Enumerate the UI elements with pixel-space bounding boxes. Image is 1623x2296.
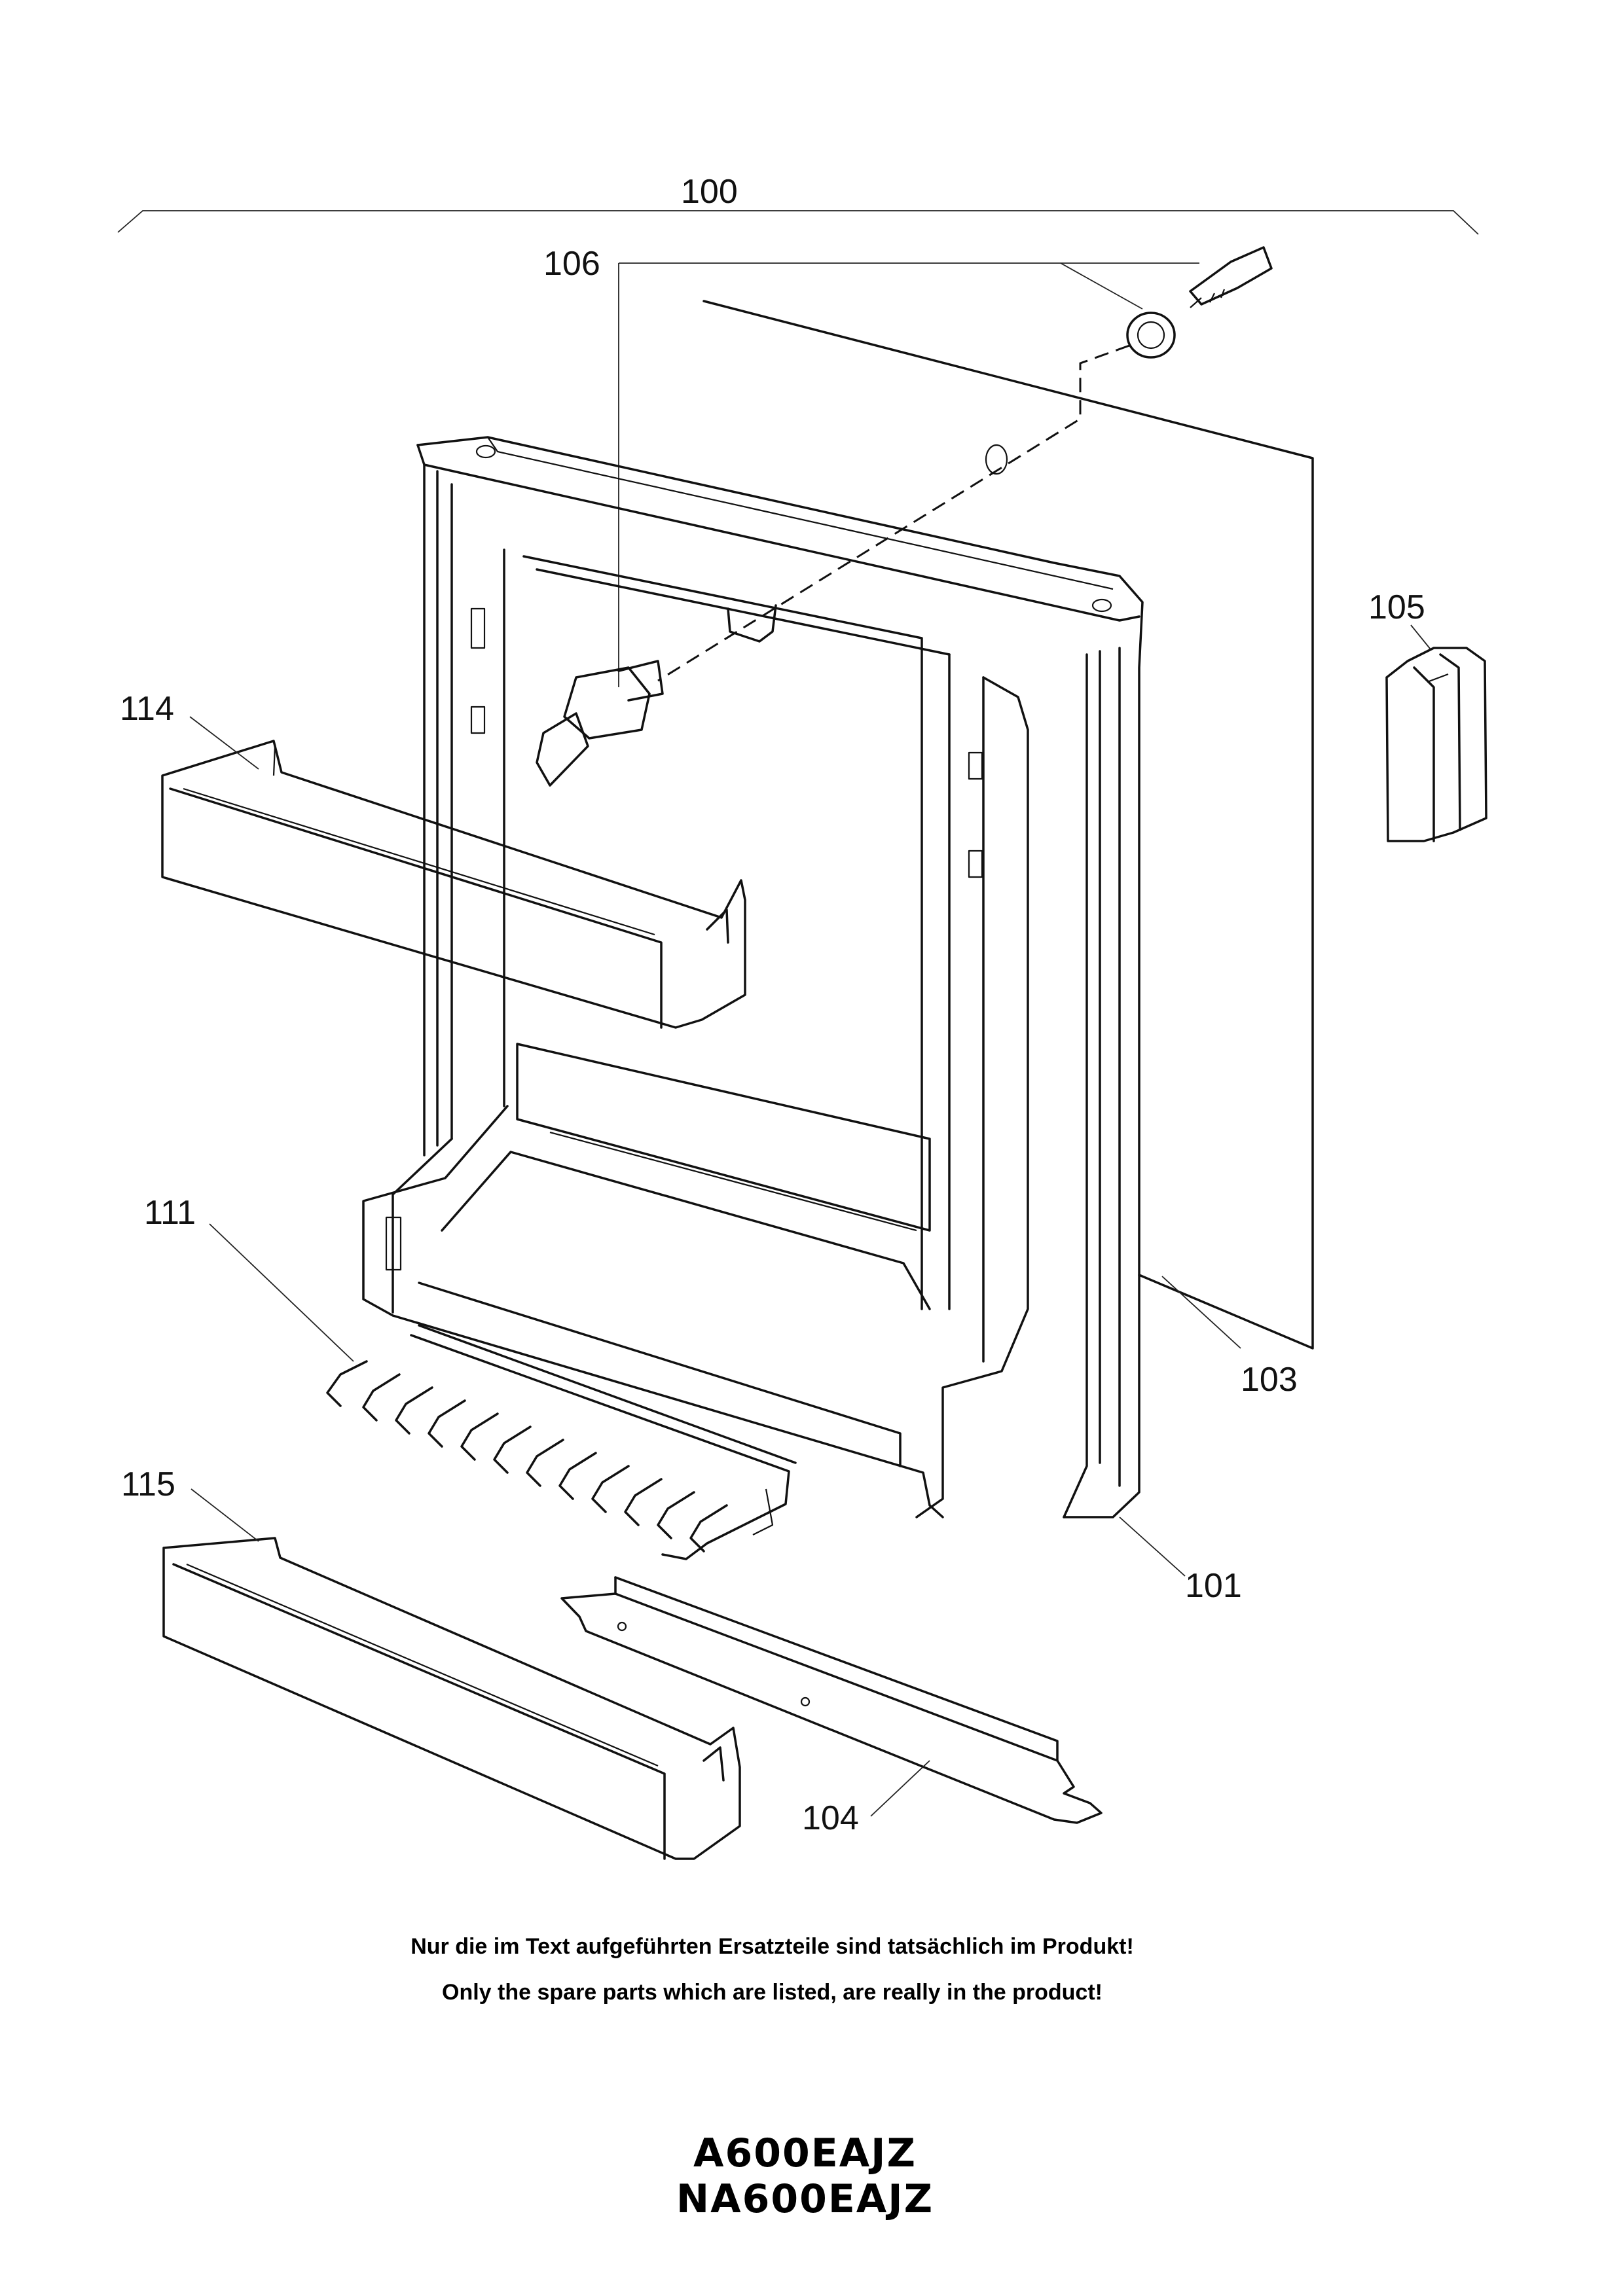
leader-115: [191, 1488, 259, 1542]
door-strip-104: [560, 1576, 1103, 1824]
door-frame-101: [362, 436, 1144, 1518]
leader-114: [189, 716, 259, 770]
part-label-100: 100: [681, 173, 738, 211]
leader-104: [870, 1760, 930, 1817]
part-label-111: 111: [144, 1194, 196, 1232]
note-english: Only the spare parts which are listed, a…: [442, 1980, 1103, 2005]
model-number-2: NA600EAJZ: [676, 2176, 934, 2222]
part-label-106: 106: [543, 245, 600, 283]
leader-105: [1410, 624, 1431, 650]
assembly-bracket-100: [117, 210, 1479, 235]
leader-103: [1161, 1276, 1241, 1349]
part-label-105: 105: [1368, 588, 1425, 626]
door-shelf-114: [161, 740, 746, 1029]
part-label-115: 115: [121, 1465, 175, 1503]
part-label-103: 103: [1241, 1361, 1298, 1399]
lock-key-set-106: [536, 246, 1273, 787]
leader-111: [209, 1223, 354, 1362]
note-german: Nur die im Text aufgeführten Ersatzteile…: [410, 1934, 1134, 1959]
part-label-101: 101: [1185, 1567, 1242, 1605]
door-shelf-115: [162, 1537, 741, 1860]
air-grille-111: [326, 1324, 797, 1560]
part-label-104: 104: [802, 1799, 859, 1837]
door-panel-103: [702, 300, 1314, 1350]
leader-101: [1119, 1516, 1186, 1577]
handle-105: [1385, 647, 1487, 842]
model-number-1: A600EAJZ: [693, 2130, 917, 2176]
part-label-114: 114: [120, 690, 174, 728]
